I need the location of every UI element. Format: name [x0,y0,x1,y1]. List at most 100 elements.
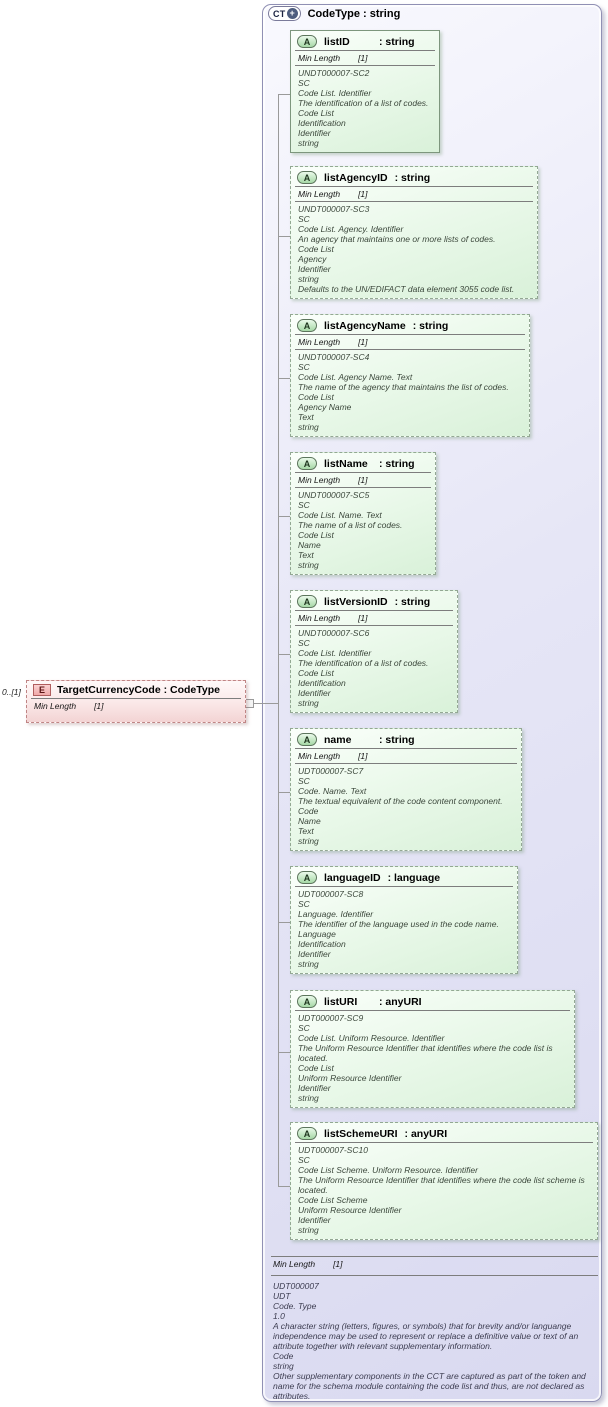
separator [271,1256,598,1257]
complextype-badge-label: CT [273,8,286,19]
attribute-connector-stub [278,922,290,923]
annotation-line: The name of a list of codes. [298,520,403,530]
annotation-line: Text [298,826,314,836]
attribute-connector-stub [278,792,290,793]
annotation-line: string [298,560,319,570]
separator [295,1142,593,1143]
attribute-box[interactable]: A listName : string Min Length [1] UNDT0… [290,452,436,575]
facet-value: [1] [358,337,368,347]
annotation-line: Code List [298,530,334,540]
attribute-box[interactable]: A name : string Min Length [1] UDT000007… [290,728,522,851]
element-title: TargetCurrencyCode : CodeType [57,684,220,696]
complextype-badge-icon: CT + [268,6,301,21]
attribute-badge-icon: A [297,171,317,184]
separator [295,1010,570,1011]
attribute-header: A languageID : language [297,869,511,886]
annotation-line: Code List Scheme [298,1195,368,1205]
facet-value: [1] [358,613,368,623]
annotation-line: Name [298,540,321,550]
complextype-facet-row: Min Length [1] [273,1259,343,1269]
cardinality-label: 0..[1] [2,687,21,697]
annotation-line: SC [298,1155,310,1165]
annotation-line: Identifier [298,1215,331,1225]
annotation-line: Name [298,816,321,826]
annotation-line: UDT000007-SC7 [298,766,364,776]
attribute-badge-icon: A [297,319,317,332]
annotation-line: UNDT000007-SC2 [298,68,370,78]
attribute-badge-icon: A [297,733,317,746]
separator [295,334,525,335]
annotation-line: SC [298,362,310,372]
attribute-badge-icon: A [297,871,317,884]
attribute-box[interactable]: A listID : string Min Length [1] UNDT000… [290,30,440,153]
attribute-name: listName [324,457,368,470]
attribute-header: A listURI : anyURI [297,993,568,1010]
annotation-line: Agency [298,254,327,264]
annotation-line: Identification [298,678,346,688]
annotation-line: Uniform Resource Identifier [298,1073,402,1083]
attribute-type: : string [394,595,431,608]
annotation-line: Language [298,929,336,939]
annotation-line: Code List. Uniform Resource. Identifier [298,1033,445,1043]
annotation-line: The Uniform Resource Identifier that ide… [298,1175,585,1195]
attribute-name: listSchemeURI [324,1127,398,1140]
element-header: E TargetCurrencyCode : CodeType [33,683,239,698]
annotation-line: Text [298,412,314,422]
annotation-line: UDT000007-SC10 [298,1145,368,1155]
annotation-line: string [298,274,319,284]
attribute-name: listVersionID [324,595,388,608]
annotation-line: Uniform Resource Identifier [298,1205,402,1215]
attribute-facet-row: Min Length [1] [297,187,531,201]
annotation-line: string [298,1093,319,1103]
attribute-type: : string [394,171,431,184]
attribute-connector-stub [278,94,290,95]
attribute-box[interactable]: A listAgencyID : string Min Length [1] U… [290,166,538,299]
annotation-line: Identifier [298,949,331,959]
annotation-line: string [298,836,319,846]
separator [295,349,525,350]
separator [295,186,533,187]
element-box[interactable]: E TargetCurrencyCode : CodeType Min Leng… [26,680,246,723]
attribute-facet-row: Min Length [1] [297,749,515,763]
annotation-line: An agency that maintains one or more lis… [298,234,496,244]
attribute-badge-icon: A [297,457,317,470]
connector-toggle-square[interactable] [245,699,254,708]
facet-name: Min Length [34,701,77,711]
attribute-name: listAgencyName [324,319,406,332]
attribute-box[interactable]: A listAgencyName : string Min Length [1]… [290,314,530,437]
attribute-connector-stub [278,236,290,237]
attribute-header: A listAgencyName : string [297,317,523,334]
annotation-line: SC [298,776,310,786]
attribute-type: : string [379,35,415,48]
attribute-facet-row: Min Length [1] [297,335,523,349]
annotation-line: Text [298,550,314,560]
annotation-line: The identification of a list of codes. [298,658,429,668]
facet-name: Min Length [298,613,341,623]
vertical-connector-line [278,94,279,1186]
annotation-line: string [273,1361,294,1371]
attribute-name: listAgencyID [324,171,388,184]
annotation-line: string [298,698,319,708]
separator [295,487,431,488]
attribute-name: languageID [324,871,381,884]
facet-value: [1] [94,701,104,711]
annotation-line: SC [298,214,310,224]
annotation-line: UNDT000007-SC4 [298,352,370,362]
facet-name: Min Length [273,1259,316,1269]
annotation-line: Agency Name [298,402,352,412]
expand-icon[interactable]: + [286,8,298,19]
annotation-line: Code List [298,392,334,402]
attribute-box[interactable]: A listVersionID : string Min Length [1] … [290,590,458,713]
annotation-line: UNDT000007-SC5 [298,490,370,500]
separator [31,698,241,699]
